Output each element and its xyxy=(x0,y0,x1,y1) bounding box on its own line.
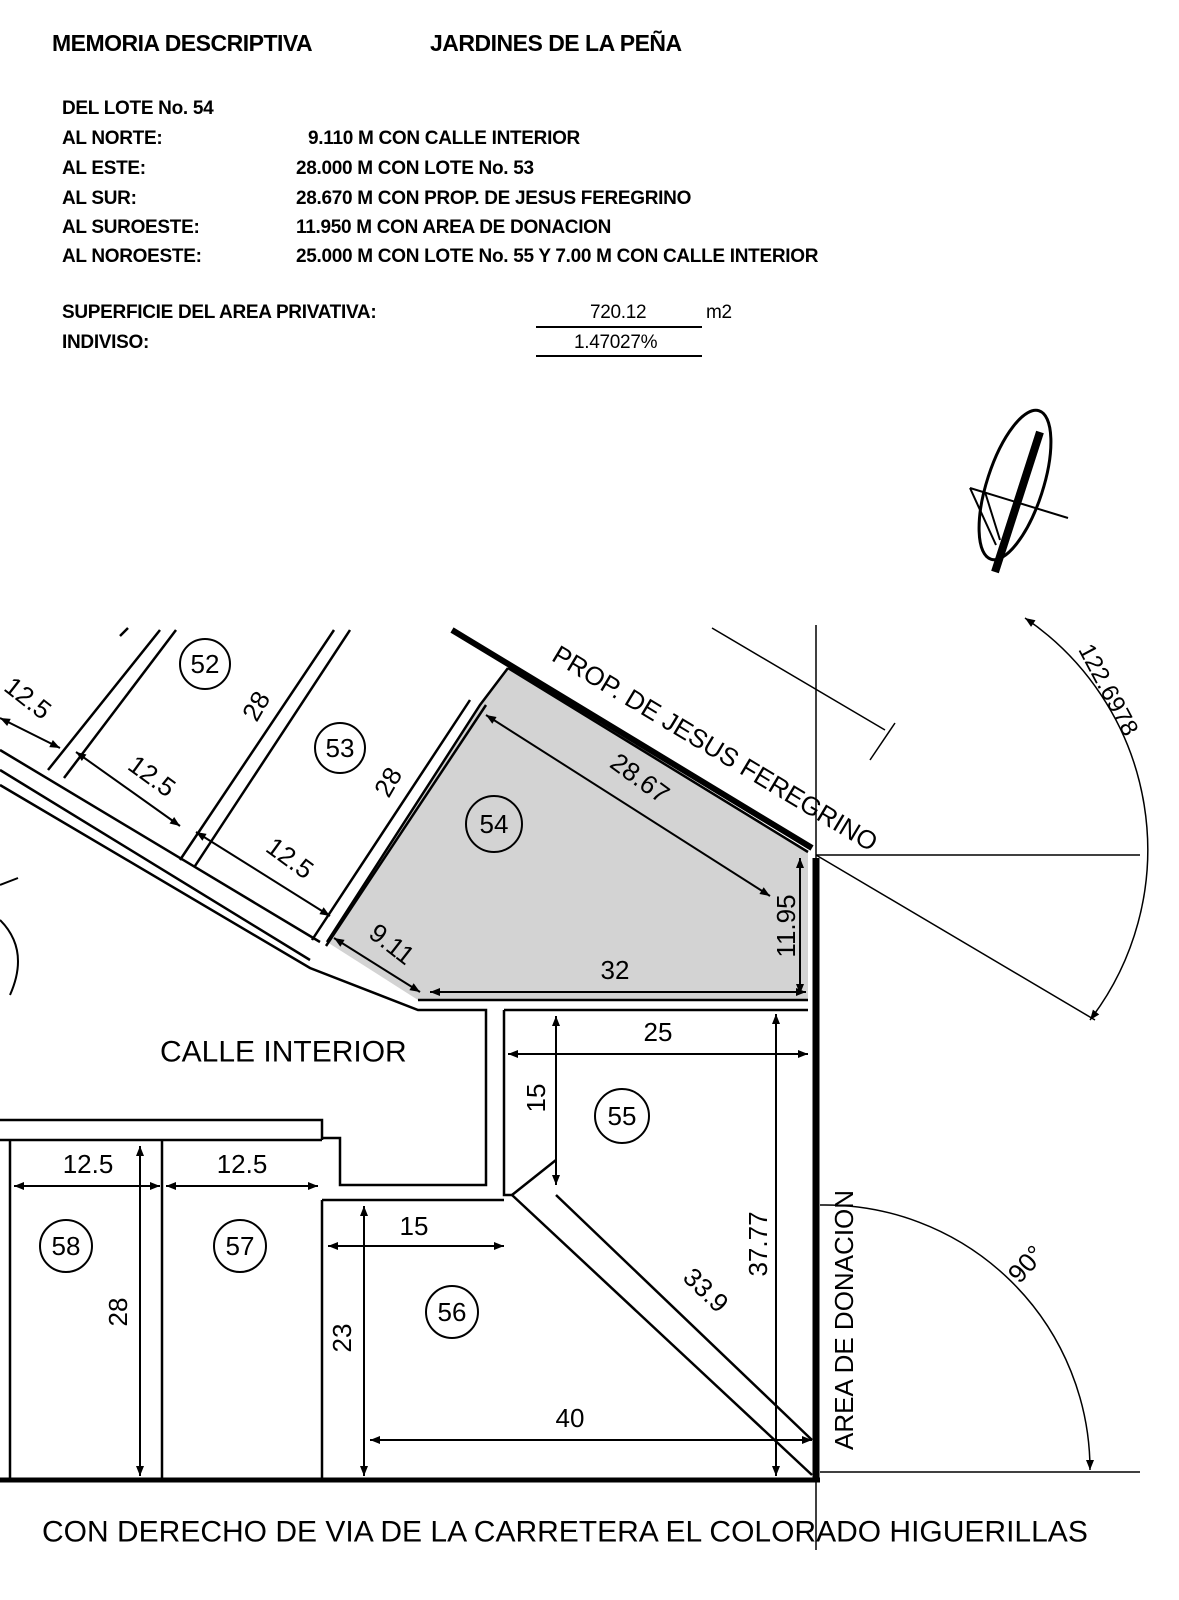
dim-28-a: 28 xyxy=(236,686,276,726)
lot-55-label: 55 xyxy=(608,1101,637,1131)
dim-25: 25 xyxy=(644,1017,673,1047)
boundary-northwest-label: AL NOROESTE: xyxy=(62,246,202,267)
donation-area-label: AREA DE DONACION xyxy=(829,1190,859,1450)
lot-54-label: 54 xyxy=(480,809,509,839)
street-label: CALLE INTERIOR xyxy=(160,1036,407,1069)
area-value: 720.12 xyxy=(590,302,647,323)
boundary-south-value: 28.670 M CON PROP. DE JESUS FEREGRINO xyxy=(296,188,692,209)
dim-15-a: 15 xyxy=(521,1084,551,1113)
boundary-south-label: AL SUR: xyxy=(62,188,137,209)
dim-37-77: 37.77 xyxy=(743,1211,773,1276)
indiviso-value: 1.47027% xyxy=(574,332,658,353)
area-underline xyxy=(536,326,702,328)
dim-33-9: 33.9 xyxy=(677,1262,734,1319)
dim-12-5-a: 12.5 xyxy=(0,671,57,726)
dim-12-5-b: 12.5 xyxy=(123,749,182,803)
dim-12-5-d: 12.5 xyxy=(63,1149,114,1179)
highway-label: CON DERECHO DE VIA DE LA CARRETERA EL CO… xyxy=(42,1516,1088,1549)
dim-32: 32 xyxy=(601,955,630,985)
angle-90: 90° xyxy=(1002,1239,1051,1288)
dim-28-c: 28 xyxy=(103,1298,133,1327)
document-title: MEMORIA DESCRIPTIVA xyxy=(52,30,313,56)
dim-23: 23 xyxy=(327,1324,357,1353)
boundary-southwest-value: 11.950 M CON AREA DE DONACION xyxy=(296,217,612,238)
dim-12-5-e: 12.5 xyxy=(217,1149,268,1179)
lot-title: DEL LOTE No. 54 xyxy=(62,98,214,119)
north-arrow-icon xyxy=(969,408,1069,574)
dim-15-b: 15 xyxy=(400,1211,429,1241)
lot-53-label: 53 xyxy=(326,733,355,763)
dim-11-95: 11.95 xyxy=(771,894,801,957)
area-unit: m2 xyxy=(706,302,732,323)
area-label: SUPERFICIE DEL AREA PRIVATIVA: xyxy=(62,302,377,323)
boundary-north-value: 9.110 M CON CALLE INTERIOR xyxy=(308,128,580,149)
lot-56-label: 56 xyxy=(438,1297,467,1327)
lot-52-label: 52 xyxy=(191,649,220,679)
boundary-east-value: 28.000 M CON LOTE No. 53 xyxy=(296,158,534,179)
dim-28-b: 28 xyxy=(368,762,408,802)
boundary-north-label: AL NORTE: xyxy=(62,128,163,149)
lot-57-label: 57 xyxy=(226,1231,255,1261)
development-name: JARDINES DE LA PEÑA xyxy=(430,30,682,56)
indiviso-label: INDIVISO: xyxy=(62,332,150,353)
lot-58-label: 58 xyxy=(52,1231,81,1261)
dim-40: 40 xyxy=(556,1403,585,1433)
angle-122-6978: 122.6978 xyxy=(1073,639,1144,740)
boundary-east-label: AL ESTE: xyxy=(62,158,146,179)
indiviso-underline xyxy=(536,355,702,357)
boundary-southwest-label: AL SUROESTE: xyxy=(62,217,200,238)
boundary-northwest-value: 25.000 M CON LOTE No. 55 Y 7.00 M CON CA… xyxy=(296,246,819,267)
